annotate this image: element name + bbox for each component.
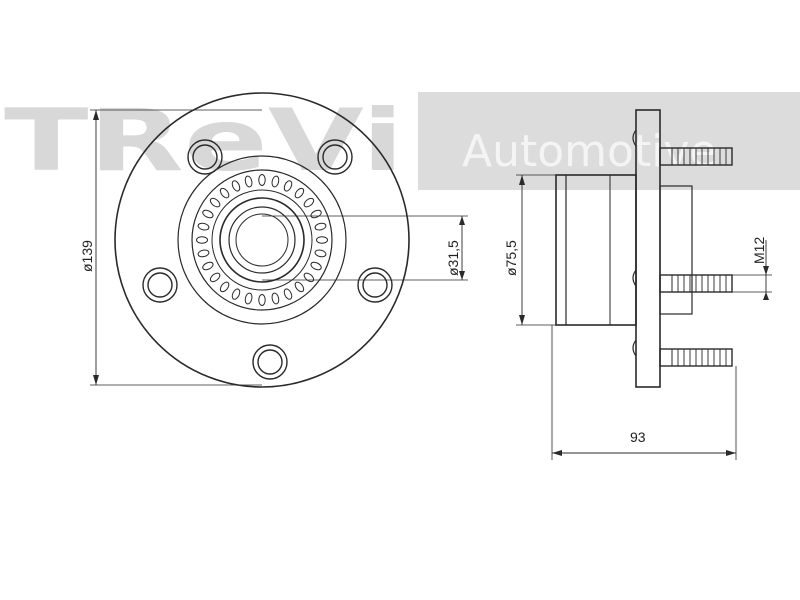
tone-ring-tooth [303, 197, 315, 208]
tone-ring-tooth [202, 209, 214, 219]
tone-ring-inner [211, 189, 313, 291]
pilot-diameter-dimension [516, 174, 556, 326]
overall-length-label: 93 [630, 429, 646, 445]
watermark-suffix: Automotive [462, 126, 717, 177]
tone-ring-tooth [231, 288, 241, 300]
hub-front-view: ø139 ø31,5 [79, 92, 468, 388]
tone-ring-tooth [283, 180, 293, 192]
tone-ring-tooth [271, 292, 280, 305]
wheel-stud [659, 274, 733, 293]
side-spigot [659, 185, 693, 315]
tone-ring-outer [191, 169, 333, 311]
flange-step-circle [177, 155, 347, 325]
tone-ring-tooth [314, 222, 327, 231]
tone-ring-tooth [197, 249, 210, 258]
bore-diameter-dimension [262, 215, 468, 281]
tone-ring-tooth [258, 174, 266, 186]
stud-hole [252, 344, 288, 380]
tone-ring-tooth [209, 197, 221, 208]
bore-diameter-label: ø31,5 [445, 240, 461, 276]
side-hub-body [555, 174, 637, 326]
hub-side-view: ø75,5 M12 93 [503, 109, 772, 460]
tone-ring-teeth [196, 174, 328, 306]
stud-hole [142, 267, 178, 303]
watermark: TReVi Automotive [4, 91, 800, 191]
wheel-stud [659, 147, 733, 166]
stud-hole [317, 139, 353, 175]
tone-ring-tooth [219, 281, 230, 293]
tone-ring-tooth [209, 272, 221, 283]
tone-ring-tooth [310, 209, 322, 219]
hub-bore-inner [228, 206, 296, 274]
watermark-band [418, 92, 800, 190]
tone-ring-tooth [197, 222, 210, 231]
tone-ring-tooth [244, 175, 253, 188]
flange-diameter-dimension [90, 109, 262, 386]
tone-ring-tooth [310, 261, 322, 271]
tone-ring-tooth [303, 272, 315, 283]
flange-diameter-label: ø139 [79, 240, 95, 272]
wheel-stud [659, 348, 733, 367]
tone-ring-tooth [271, 175, 280, 188]
pilot-diameter-label: ø75,5 [503, 240, 519, 276]
stud-thread-dimension [732, 240, 772, 300]
stud-hole [357, 267, 393, 303]
flange-outer-circle [114, 92, 410, 388]
tone-ring-tooth [202, 261, 214, 271]
tone-ring-tooth [314, 249, 327, 258]
watermark-brand: TReVi [4, 91, 404, 191]
overall-length-dimension [551, 325, 737, 460]
tone-ring-tooth [219, 187, 230, 199]
tone-ring-tooth [231, 180, 241, 192]
hub-bore-core [235, 213, 289, 267]
hub-bore-outer [219, 197, 305, 283]
tone-ring-tooth [316, 236, 328, 244]
tone-ring-tooth [294, 281, 305, 293]
tone-ring-tooth [196, 236, 208, 244]
tone-ring-tooth [258, 294, 266, 306]
tone-ring-tooth [294, 187, 305, 199]
tone-ring-tooth [244, 292, 253, 305]
tone-ring-tooth [283, 288, 293, 300]
stud-thread-label: M12 [751, 237, 767, 264]
stud-hole [187, 139, 223, 175]
